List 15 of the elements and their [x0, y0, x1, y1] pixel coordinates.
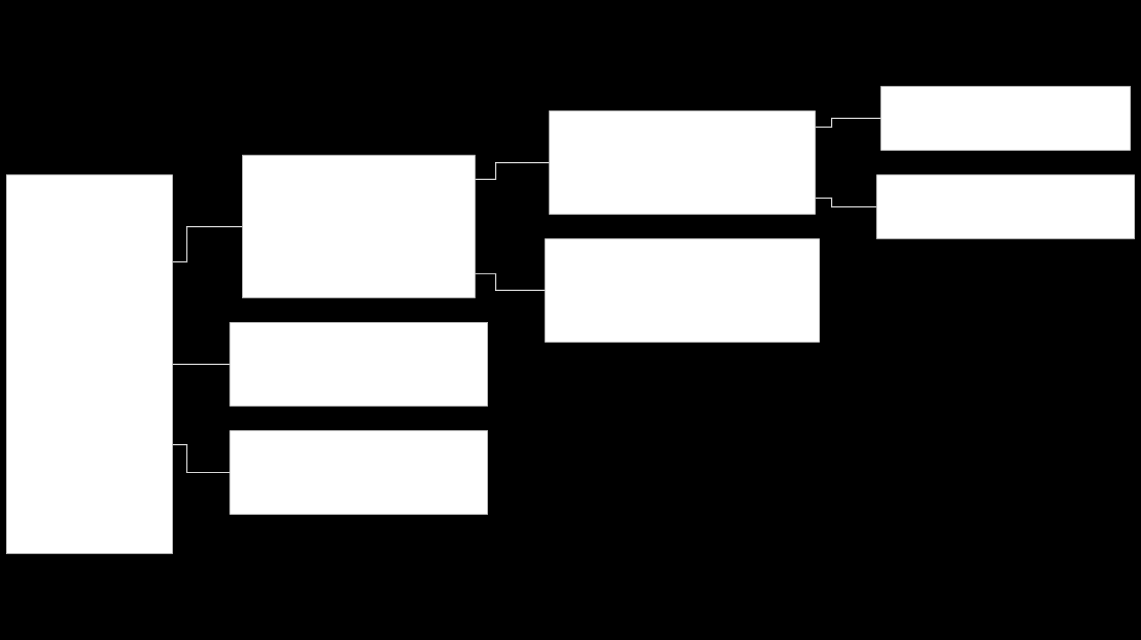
connector [474, 273, 546, 292]
connector [171, 363, 231, 365]
node-box [544, 238, 820, 343]
node-box [6, 174, 173, 555]
node-box [880, 85, 1131, 151]
node-box [229, 322, 488, 407]
connector [474, 161, 550, 180]
node-box [229, 430, 488, 515]
connector [171, 225, 244, 263]
node-box [876, 174, 1135, 240]
connector [814, 197, 878, 208]
connector [171, 444, 231, 474]
connector [814, 117, 882, 128]
node-box [242, 154, 476, 299]
node-box [548, 110, 816, 215]
